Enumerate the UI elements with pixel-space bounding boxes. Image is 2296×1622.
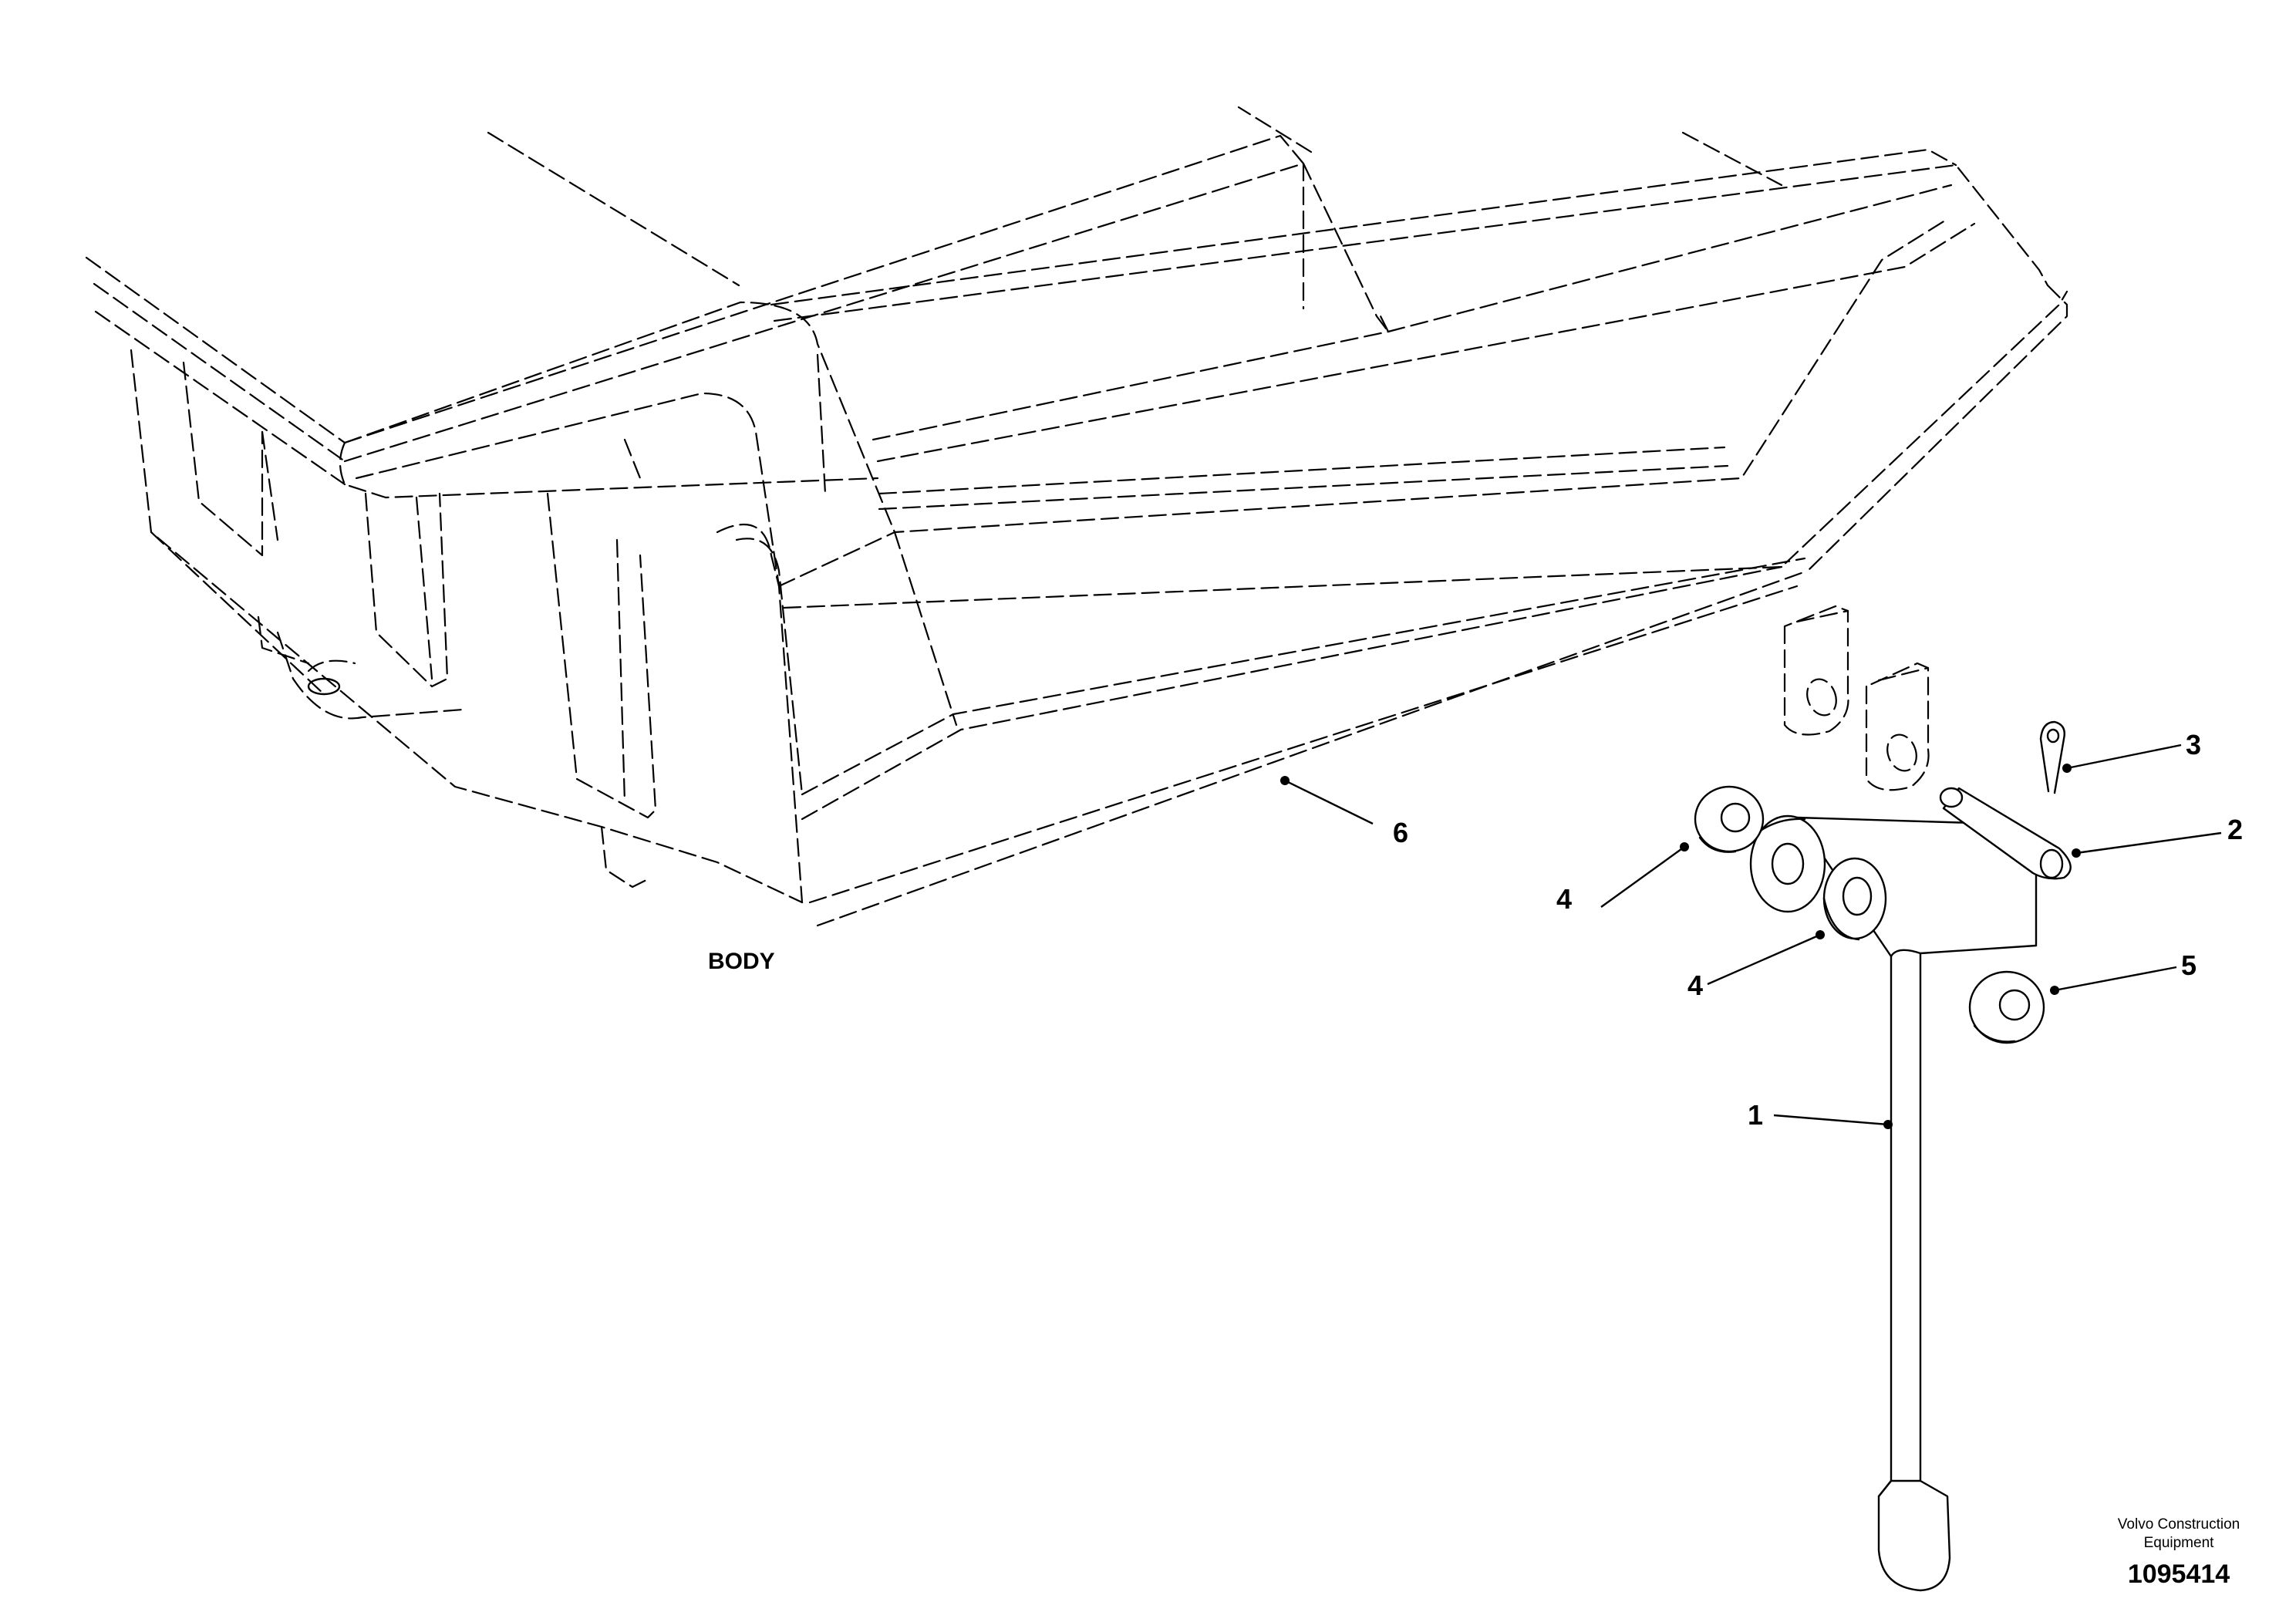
svg-text:4: 4 [1556,883,1572,915]
svg-text:3: 3 [2186,729,2201,760]
svg-text:1: 1 [1748,1099,1763,1131]
callout-6: 6 [1280,776,1408,848]
svg-text:5: 5 [2181,949,2197,981]
part-4-bushing [1822,857,1887,941]
brand-block: Volvo Construction Equipment 1095414 [2118,1516,2240,1589]
part-3-cotter-pin [2039,720,2065,794]
brand-line-1: Volvo Construction [2118,1516,2240,1533]
svg-text:2: 2 [2227,814,2243,845]
document-number: 1095414 [2128,1560,2230,1589]
part-2-pin [1939,787,2072,880]
body-label: BODY [708,949,775,974]
part-1-lever [1749,814,2038,1592]
svg-text:4: 4 [1687,969,1703,1001]
mounting-brackets [1783,605,1930,791]
svg-text:6: 6 [1393,817,1408,848]
callout-2: 2 [2072,814,2243,858]
part-4-washer [1694,785,1765,853]
brand-line-2: Equipment [2144,1535,2215,1551]
dump-body-outline [85,106,2068,927]
part-5-washer [1968,970,2045,1044]
callout-4-right: 4 [1687,930,1825,1001]
callout-3: 3 [2062,729,2201,773]
callout-1: 1 [1748,1099,1893,1131]
callout-5: 5 [2050,949,2197,995]
callout-4-left: 4 [1556,842,1689,915]
